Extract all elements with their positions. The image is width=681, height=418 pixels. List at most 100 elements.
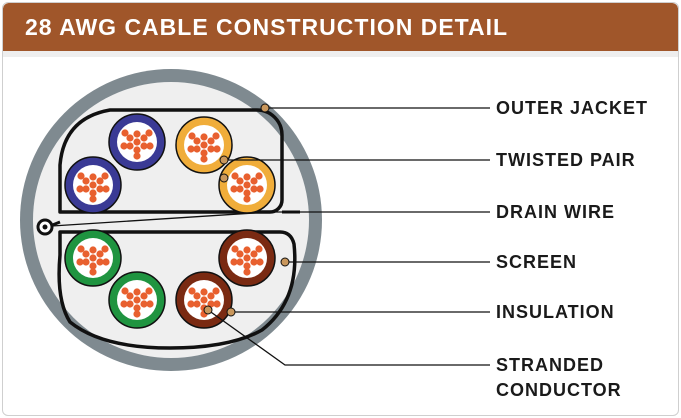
strand-2-3 (207, 137, 215, 145)
strand-0-3 (140, 134, 148, 142)
strand-6-9 (230, 258, 238, 266)
strand-1-2 (89, 173, 97, 181)
lower-screen (57, 230, 297, 350)
strand-3-4 (250, 185, 258, 193)
strand-6-11 (243, 268, 251, 276)
title-underline (3, 51, 678, 57)
strand-5-1 (126, 292, 134, 300)
leader-dots (203, 103, 290, 317)
strand-2-0 (200, 141, 208, 149)
strand-3-6 (236, 185, 244, 193)
leader-drain-wire (51, 211, 271, 227)
strand-6-5 (243, 262, 251, 270)
dot-outer-jacket (260, 103, 270, 113)
strand-3-5 (243, 189, 251, 197)
strand-3-11 (243, 195, 251, 203)
strand-6-2 (243, 246, 251, 254)
strand-6-6 (236, 258, 244, 266)
strand-3-2 (243, 173, 251, 181)
strand-0-2 (133, 130, 141, 138)
strand-5-0 (133, 296, 141, 304)
strand-2-1 (193, 137, 201, 145)
strand-5-10 (146, 300, 154, 308)
strand-3-0 (243, 181, 251, 189)
strand-2-11 (200, 155, 208, 163)
strand-1-4 (96, 185, 104, 193)
strand-4-4 (96, 258, 104, 266)
strand-3-9 (230, 185, 238, 193)
strand-3-10 (256, 185, 264, 193)
strand-5-6 (126, 300, 134, 308)
strand-4-7 (77, 245, 85, 253)
strand-2-4 (207, 145, 215, 153)
leader-stranded-conductor (207, 309, 490, 366)
leader-lines (51, 107, 490, 366)
strand-5-11 (133, 310, 141, 318)
strand-1-8 (101, 172, 109, 180)
strand-0-6 (126, 142, 134, 150)
strand-5-5 (133, 304, 141, 312)
strand-1-3 (96, 177, 104, 185)
strand-0-10 (146, 142, 154, 150)
strand-2-5 (200, 149, 208, 157)
drain-wire-core (42, 224, 48, 230)
strand-7-10 (213, 300, 221, 308)
strand-1-1 (82, 177, 90, 185)
strand-2-2 (200, 133, 208, 141)
upper-screen (58, 108, 284, 214)
strand-6-4 (250, 258, 258, 266)
strand-5-8 (145, 287, 153, 295)
callout-screen: SCREEN (496, 252, 578, 272)
strand-1-11 (89, 195, 97, 203)
strand-2-10 (213, 145, 221, 153)
strand-1-5 (89, 189, 97, 197)
callout-insulation: INSULATION (496, 302, 615, 322)
dot-stranded-conductor (203, 305, 213, 315)
strand-4-5 (89, 262, 97, 270)
strand-2-9 (187, 145, 195, 153)
strand-7-0 (200, 296, 208, 304)
strand-7-3 (207, 292, 215, 300)
strand-4-10 (102, 258, 110, 266)
strand-6-7 (231, 245, 239, 253)
strand-7-7 (188, 287, 196, 295)
strand-3-7 (231, 172, 239, 180)
strand-4-2 (89, 246, 97, 254)
strand-1-0 (89, 181, 97, 189)
strand-3-8 (255, 172, 263, 180)
dot-insulation (226, 307, 236, 317)
strand-7-9 (187, 300, 195, 308)
strand-2-7 (188, 132, 196, 140)
wire-groups (64, 113, 276, 329)
page-title: 28 AWG CABLE CONSTRUCTION DETAIL (25, 14, 509, 40)
strand-4-3 (96, 250, 104, 258)
callout-drain-wire: DRAIN WIRE (496, 202, 615, 222)
strand-6-10 (256, 258, 264, 266)
strand-0-1 (126, 134, 134, 142)
callout-stranded-conductor-line1: STRANDED (496, 355, 605, 375)
callout-outer-jacket: OUTER JACKET (496, 98, 649, 118)
strand-4-6 (82, 258, 90, 266)
strand-4-0 (89, 254, 97, 262)
strand-4-11 (89, 268, 97, 276)
strand-6-1 (236, 250, 244, 258)
strand-6-3 (250, 250, 258, 258)
jacket-inner-fill (33, 82, 309, 358)
strand-6-8 (255, 245, 263, 253)
strand-7-1 (193, 292, 201, 300)
strand-4-8 (101, 245, 109, 253)
strand-1-7 (77, 172, 85, 180)
strand-4-1 (82, 250, 90, 258)
strand-1-9 (76, 185, 84, 193)
strand-7-6 (193, 300, 201, 308)
strand-5-2 (133, 288, 141, 296)
strand-5-3 (140, 292, 148, 300)
strand-7-2 (200, 288, 208, 296)
strand-0-8 (145, 129, 153, 137)
strand-5-4 (140, 300, 148, 308)
strand-0-4 (140, 142, 148, 150)
strand-3-1 (236, 177, 244, 185)
dot-screen (280, 257, 290, 267)
strand-5-9 (120, 300, 128, 308)
callout-twisted-pair: TWISTED PAIR (496, 150, 636, 170)
